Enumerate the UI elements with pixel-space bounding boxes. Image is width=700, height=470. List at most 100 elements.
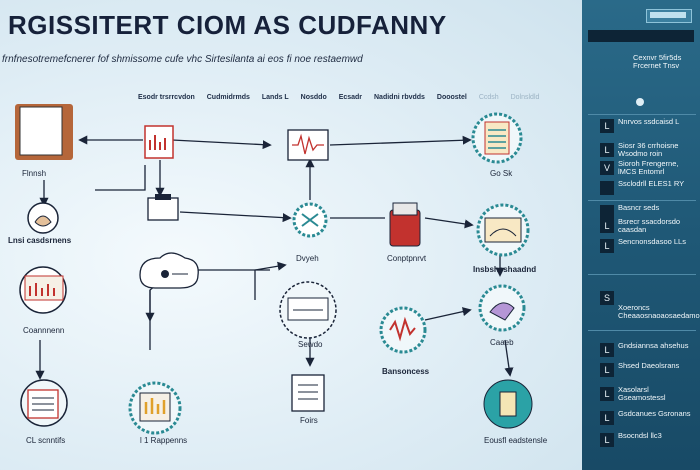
panel-item-text: Nnrvos ssdcaisd L bbox=[618, 117, 680, 126]
chart-doc-node bbox=[144, 125, 174, 159]
panel-item-text: Bsrecr ssacdorsdo caasdan bbox=[618, 217, 681, 234]
panel-top-text: Cexnvr 5fir5ds Frcernet Tnsv bbox=[633, 53, 682, 70]
panel-item-check: L bbox=[600, 363, 614, 377]
panel-item-check bbox=[600, 205, 614, 219]
panel-item-check: L bbox=[600, 433, 614, 447]
panel-item-check bbox=[600, 181, 614, 195]
gear-left-node: Sewdo bbox=[279, 281, 337, 349]
panel-item-text: Sioroh Frengerne, lMCS Entomrl bbox=[618, 159, 679, 176]
legend-item: Esodr trsrrcvdon bbox=[138, 94, 195, 101]
panel-item[interactable]: L Sencnonsdasoo LLs bbox=[588, 236, 696, 258]
panel-item-check bbox=[636, 98, 644, 106]
panel-item-text: Xoeroncs Cheaaosnaoaosaedamoes bbox=[618, 303, 700, 320]
panel-divider bbox=[588, 330, 696, 331]
connector bbox=[424, 217, 474, 229]
panel-item-text: Gsdcanues Gsronans bbox=[618, 409, 691, 418]
badge-label: Go Sk bbox=[490, 169, 513, 178]
panel-item-text: Shsed Daeolsrans bbox=[618, 361, 680, 370]
panel-item[interactable]: L Bsocndsl llc3 bbox=[588, 430, 696, 452]
panel-badge-inner bbox=[650, 12, 686, 18]
panel-top-bar bbox=[588, 30, 694, 42]
panel-divider bbox=[588, 200, 696, 201]
factory-label: Coannnenn bbox=[23, 326, 64, 335]
connector bbox=[95, 165, 146, 191]
panel-item[interactable]: L Bsrecr ssacdorsdo caasdan bbox=[588, 216, 696, 238]
connector bbox=[171, 139, 272, 150]
panel-item-check: S bbox=[600, 291, 614, 305]
panel-item-text: Bsocndsl llc3 bbox=[618, 431, 662, 440]
badge-node: Go Sk bbox=[471, 112, 523, 178]
panel-item-text: Xasolarsl Gseamostessl bbox=[618, 385, 666, 402]
waveform-node bbox=[287, 129, 329, 161]
robot-label: Conptpnrvt bbox=[387, 254, 427, 263]
panel-item[interactable]: Ssclodrll ELES1 RY bbox=[588, 178, 696, 200]
coins-label: l 1 Rappenns bbox=[140, 436, 187, 445]
panel-item-check: L bbox=[600, 219, 614, 233]
legend-item: Lands L bbox=[261, 94, 289, 101]
diagram-canvas: RGISSITERT CIOM AS CUDFANNY frnfnesotrem… bbox=[0, 0, 582, 470]
panel-item[interactable]: Basncr seds bbox=[588, 202, 696, 224]
ledger-node: CL scnntifs bbox=[20, 379, 68, 445]
robot-node: Conptpnrvt bbox=[387, 202, 427, 263]
panel-item[interactable]: V Sioroh Frengerne, lMCS Entomrl bbox=[588, 158, 696, 180]
legend-item: Nadidni rbvdds bbox=[374, 94, 425, 101]
connector bbox=[424, 307, 472, 321]
page-title: RGISSITERT CIOM AS CUDFANNY bbox=[8, 10, 447, 40]
legend-item: Nosddo bbox=[300, 94, 327, 101]
panel-item-text: Siosr 36 crrhoisne Wsodmo roin bbox=[618, 141, 679, 158]
note-right-label: Caaeb bbox=[490, 338, 514, 347]
page-subtitle: frnfnesotremefcnerer fof shmissome cufe … bbox=[2, 54, 363, 65]
connector bbox=[504, 339, 514, 377]
panel-item[interactable] bbox=[588, 92, 696, 114]
panel-item-check: L bbox=[600, 143, 614, 157]
factory-node: Coannnenn bbox=[19, 266, 67, 335]
panel-item-check: L bbox=[600, 119, 614, 133]
legend-item: Ecsadr bbox=[338, 94, 363, 101]
connector bbox=[329, 135, 472, 146]
gear-left-label: Sewdo bbox=[298, 340, 323, 349]
panel-item-list: L Nnrvos ssdcaisd L L Siosr 36 crrhoisne… bbox=[582, 90, 700, 470]
tele-node: Bansoncess bbox=[379, 306, 430, 376]
panel-item-text: Ssclodrll ELES1 RY bbox=[618, 179, 685, 188]
legend-row: Esodr trsrrcvdon Cudmidrmds Lands L Nosd… bbox=[138, 94, 549, 101]
legend-item: Dooostel bbox=[436, 94, 467, 101]
panel-divider bbox=[588, 114, 696, 115]
connector bbox=[254, 261, 287, 300]
panel-item-check: L bbox=[600, 239, 614, 253]
panel-item-text: Basncr seds bbox=[618, 203, 660, 212]
panel-item[interactable]: L Xasolarsl Gseamostessl bbox=[588, 384, 696, 406]
panel-item[interactable]: S Xoeroncs Cheaaosnaoaosaedamoes bbox=[588, 288, 700, 320]
panel-item-text: Sencnonsdasoo LLs bbox=[618, 237, 686, 246]
connector-lines bbox=[35, 135, 514, 380]
tele-label: Bansoncess bbox=[382, 367, 430, 376]
flow-diagram: Flnnsh Go Sk Lnsi casdsrnens bbox=[8, 104, 548, 445]
panel-item[interactable]: L Gndsiannsa ahsehus bbox=[588, 340, 696, 362]
panel-item[interactable]: L Gsdcanues Gsronans bbox=[588, 408, 696, 430]
panel-item-check: L bbox=[600, 411, 614, 425]
panel-item-check: L bbox=[600, 343, 614, 357]
person-label: Lnsi casdsrnens bbox=[8, 236, 72, 245]
gear-center-node: Dvyeh bbox=[292, 202, 328, 263]
clock-right-node: Insbsheshaadnd bbox=[473, 203, 536, 274]
panel-item[interactable]: L Shsed Daeolsrans bbox=[588, 360, 696, 382]
connector bbox=[179, 211, 292, 223]
panel-item[interactable]: L Siosr 36 crrhoisne Wsodmo roin bbox=[588, 140, 696, 162]
cloud-node bbox=[139, 252, 199, 289]
coins-node: l 1 Rappenns bbox=[128, 381, 187, 445]
legend-item-faded: Dolnsldld bbox=[510, 94, 540, 101]
bottle-right-node: Eousfl eadstensle bbox=[483, 379, 548, 445]
doc-bottom-node: Foirs bbox=[291, 374, 325, 425]
panel-divider bbox=[588, 274, 696, 275]
doc-bottom-label: Foirs bbox=[300, 416, 318, 425]
folder-node: Flnnsh bbox=[15, 104, 73, 178]
panel-item-check: L bbox=[600, 387, 614, 401]
panel-item-text: Gndsiannsa ahsehus bbox=[618, 341, 689, 350]
printer-node bbox=[147, 194, 179, 221]
panel-item[interactable]: L Nnrvos ssdcaisd L bbox=[588, 116, 696, 138]
bottle-right-label: Eousfl eadstensle bbox=[484, 436, 548, 445]
panel-item-check: V bbox=[600, 161, 614, 175]
legend-item: Cudmidrmds bbox=[206, 94, 250, 101]
folder-label: Flnnsh bbox=[22, 169, 46, 178]
person-node: Lnsi casdsrnens bbox=[8, 202, 72, 245]
note-right-node: Caaeb bbox=[478, 284, 526, 347]
